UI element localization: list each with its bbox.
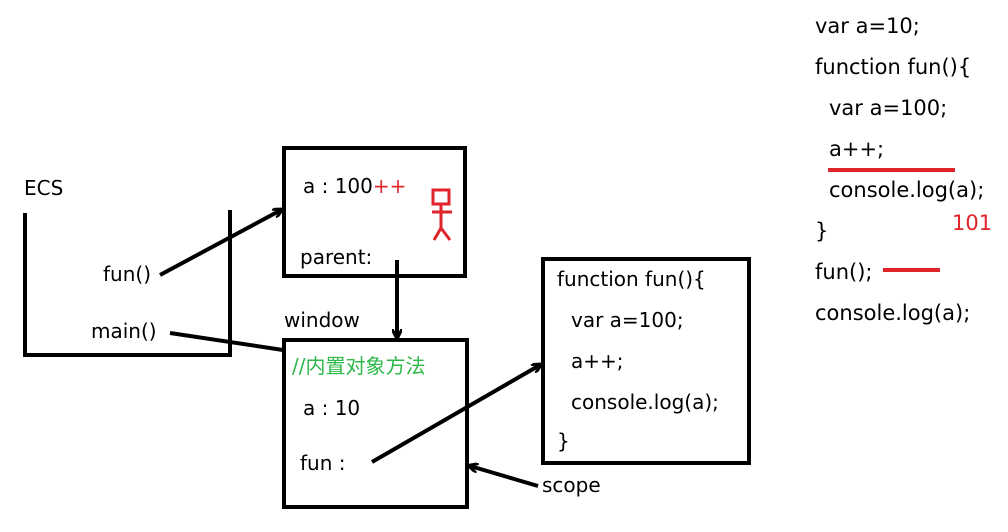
arrow-scope-to-window: [470, 466, 539, 488]
scope-parent-label: parent:: [300, 245, 373, 269]
code-line-4: a++;: [829, 137, 885, 161]
stack-frame-main: main(): [91, 319, 157, 343]
window-title: window: [284, 308, 360, 332]
code-line-3: var a=100;: [829, 96, 948, 120]
function-line-5: }: [557, 429, 570, 453]
function-line-3: a++;: [571, 349, 624, 373]
code-line-1: var a=10;: [815, 14, 920, 38]
arrow-fun-to-function: [370, 365, 540, 464]
window-box: [282, 338, 469, 509]
stick-figure-icon: [431, 188, 452, 241]
ecs-stack-container: [23, 210, 232, 357]
scope-var-a: a : 100++: [303, 176, 406, 196]
window-comment: //内置对象方法: [292, 354, 426, 378]
ecs-label: ECS: [24, 176, 64, 200]
code-line-7: fun();: [815, 260, 873, 284]
code-line-5: console.log(a);: [829, 178, 985, 202]
window-fun-label: fun :: [300, 451, 346, 475]
code-line-6: }: [815, 219, 829, 243]
function-box: [541, 257, 751, 465]
function-line-4: console.log(a);: [571, 390, 719, 414]
scope-var-a-value: a : 100: [303, 174, 373, 198]
code-line-2: function fun(){: [815, 55, 972, 79]
code-line-8: console.log(a);: [815, 301, 971, 325]
arrow-fun-to-scope: [159, 210, 281, 277]
function-line-2: var a=100;: [571, 308, 684, 332]
scope-var-a-increment: ++: [372, 174, 407, 198]
line-main-to-window: [169, 331, 284, 352]
scope-label: scope: [542, 473, 601, 497]
window-var-a: a : 10: [303, 396, 361, 420]
stack-frame-fun: fun(): [103, 262, 151, 286]
function-line-1: function fun(){: [557, 267, 706, 291]
code-output: 101: [952, 211, 993, 235]
